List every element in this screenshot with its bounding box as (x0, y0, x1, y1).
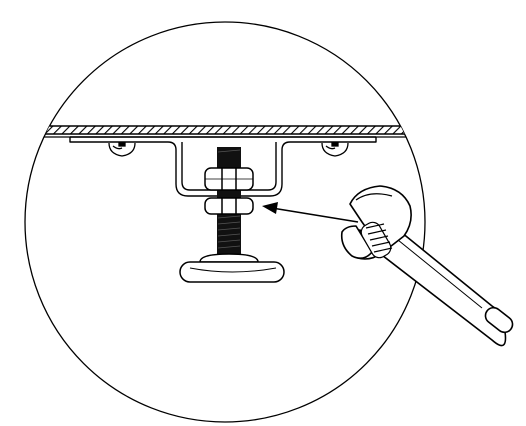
upper-nut (204, 167, 254, 191)
mounting-screw-left (108, 142, 136, 157)
lower-nut (204, 197, 254, 215)
leveling-foot-pad (179, 253, 285, 283)
mounting-screw-right (321, 142, 349, 157)
cabinet-base-panel (25, 125, 425, 135)
pointer-arrow (262, 202, 359, 223)
adjustable-wrench (340, 185, 514, 347)
